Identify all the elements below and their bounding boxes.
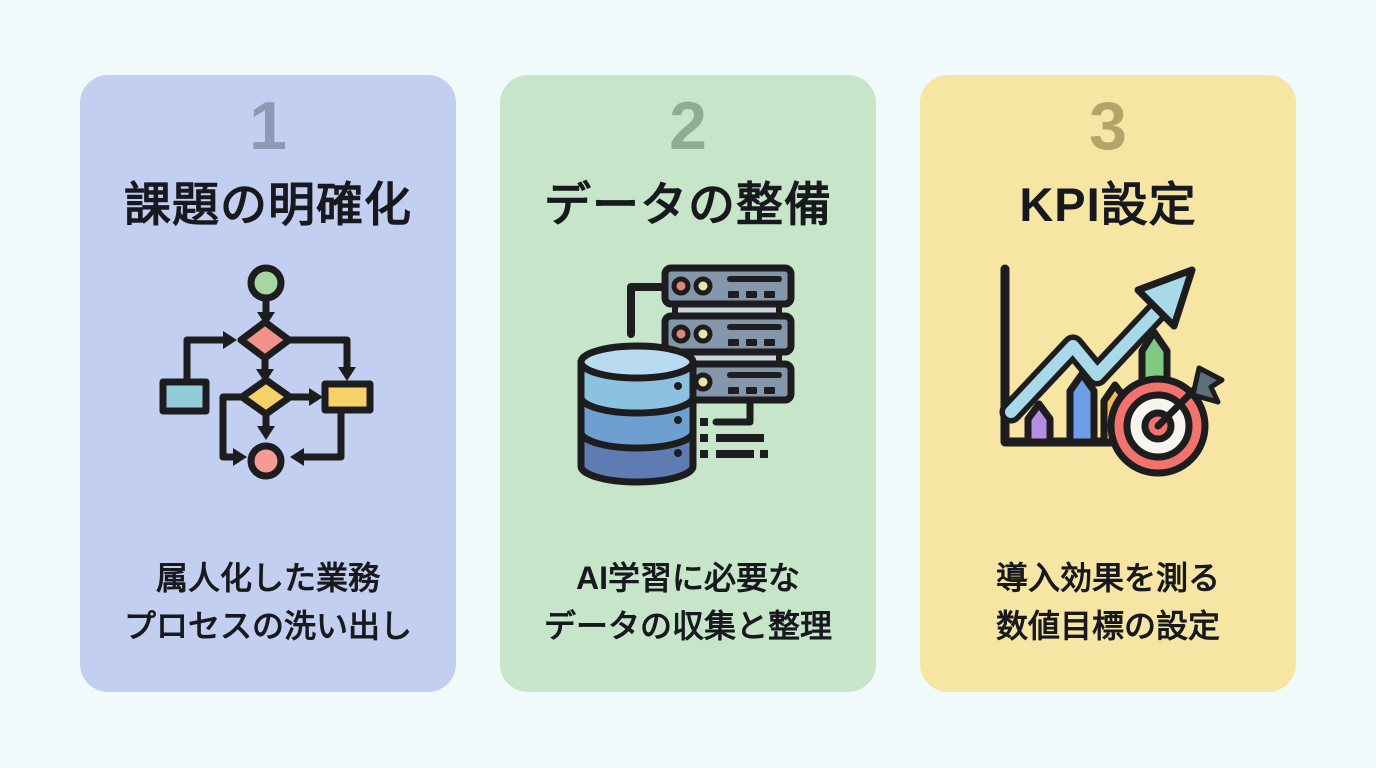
- step-card-1: 1 課題の明確化: [80, 75, 456, 692]
- step-card-2: 2 データの整備: [500, 75, 876, 692]
- step-number-2: 2: [669, 88, 707, 164]
- step-number-1: 1: [249, 88, 287, 164]
- step-title-3: KPI設定: [1019, 177, 1197, 231]
- step-title-1: 課題の明確化: [124, 177, 412, 231]
- database-server-icon: [558, 254, 818, 494]
- step-description-3: 導入効果を測る数値目標の設定: [995, 560, 1220, 644]
- step-number-3: 3: [1089, 88, 1127, 164]
- step-card-3: 3 KPI設定 導入効果を測る数値目標の設定: [920, 75, 1296, 692]
- step-description-1: 属人化した業務プロセスの洗い出し: [123, 560, 412, 644]
- step-title-2: データの整備: [544, 177, 832, 231]
- growth-chart-target-icon: [978, 254, 1238, 494]
- step-description-2: AI学習に必要なデータの収集と整理: [543, 560, 832, 644]
- flowchart-icon: [138, 254, 398, 494]
